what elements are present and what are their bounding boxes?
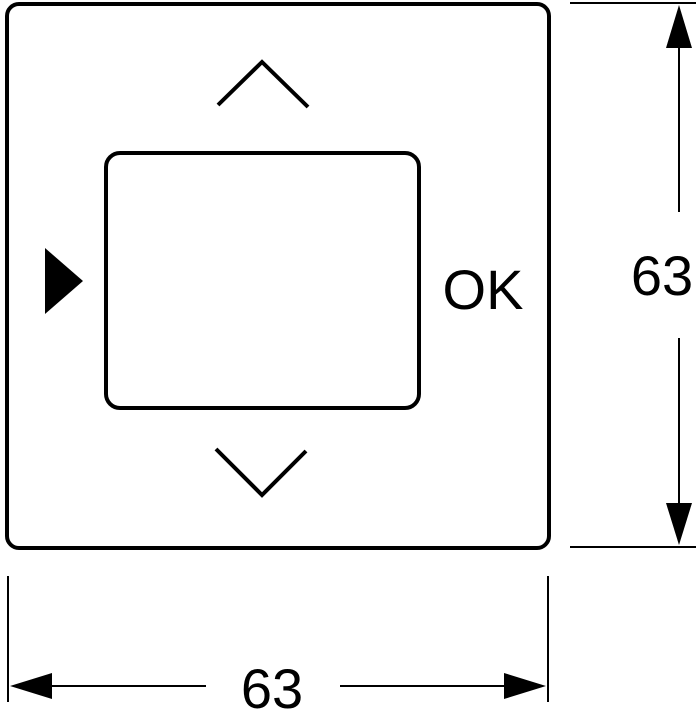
cover-plate-outline [5,2,551,550]
height-dimension-value: 63 [631,244,693,307]
display-window [104,151,421,410]
width-arrow-left-icon [10,673,52,699]
left-triangle-icon [45,248,83,314]
up-chevron-icon [216,59,310,109]
ok-label: OK [443,258,524,321]
width-dimension-value: 63 [241,657,303,720]
height-arrow-up-icon [666,5,692,48]
height-arrow-down-icon [666,503,692,545]
width-arrow-right-icon [504,673,546,699]
down-chevron-icon [214,447,308,498]
